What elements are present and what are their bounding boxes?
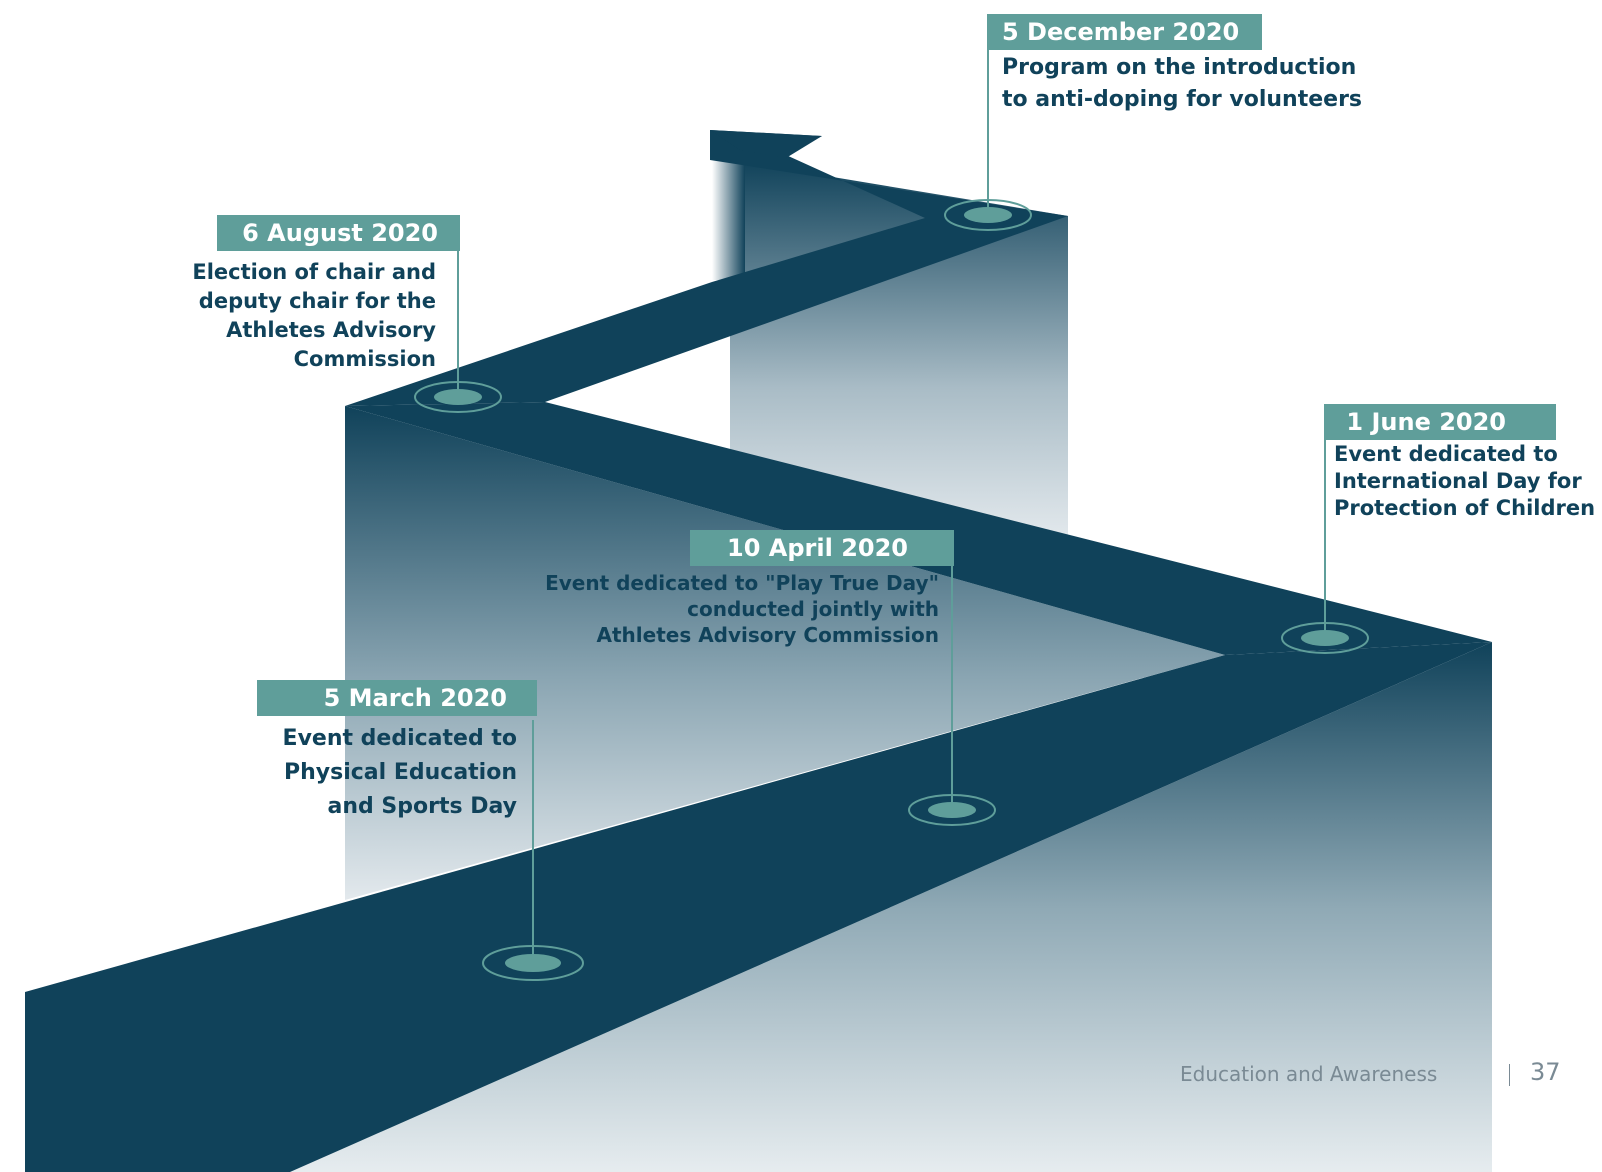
pin-august bbox=[414, 235, 502, 413]
middle-wall bbox=[345, 406, 1225, 900]
milestone-date-august: 6 August 2020 bbox=[217, 215, 460, 251]
lower-path bbox=[25, 642, 1492, 1172]
milestone-date-june: 1 June 2020 bbox=[1324, 404, 1556, 440]
milestone-date-december: 5 December 2020 bbox=[987, 14, 1262, 50]
middle-path bbox=[345, 402, 1492, 655]
upper-path bbox=[345, 130, 1068, 406]
milestone-date-march: 5 March 2020 bbox=[257, 680, 537, 716]
milestone-desc-march: Event dedicated to Physical Education an… bbox=[282, 726, 517, 819]
pin-march bbox=[482, 720, 584, 981]
milestone-desc-june: Event dedicated to International Day for… bbox=[1334, 442, 1596, 520]
milestone-desc-april: Event dedicated to "Play True Day" condu… bbox=[545, 571, 939, 647]
milestone-date-april: 10 April 2020 bbox=[690, 530, 954, 566]
pin-april bbox=[908, 566, 996, 826]
milestone-desc-august: Election of chair and deputy chair for t… bbox=[192, 260, 436, 371]
footer-section-title: Education and Awareness bbox=[1180, 1062, 1438, 1086]
arrow-head bbox=[710, 130, 822, 158]
milestone-desc-december: Program on the introduction to anti-dopi… bbox=[1002, 55, 1363, 112]
footer-separator bbox=[1509, 1064, 1510, 1086]
arrow-post bbox=[712, 160, 745, 280]
page-number: 37 bbox=[1530, 1058, 1561, 1086]
pin-december bbox=[944, 32, 1032, 231]
pin-june bbox=[1281, 430, 1369, 654]
